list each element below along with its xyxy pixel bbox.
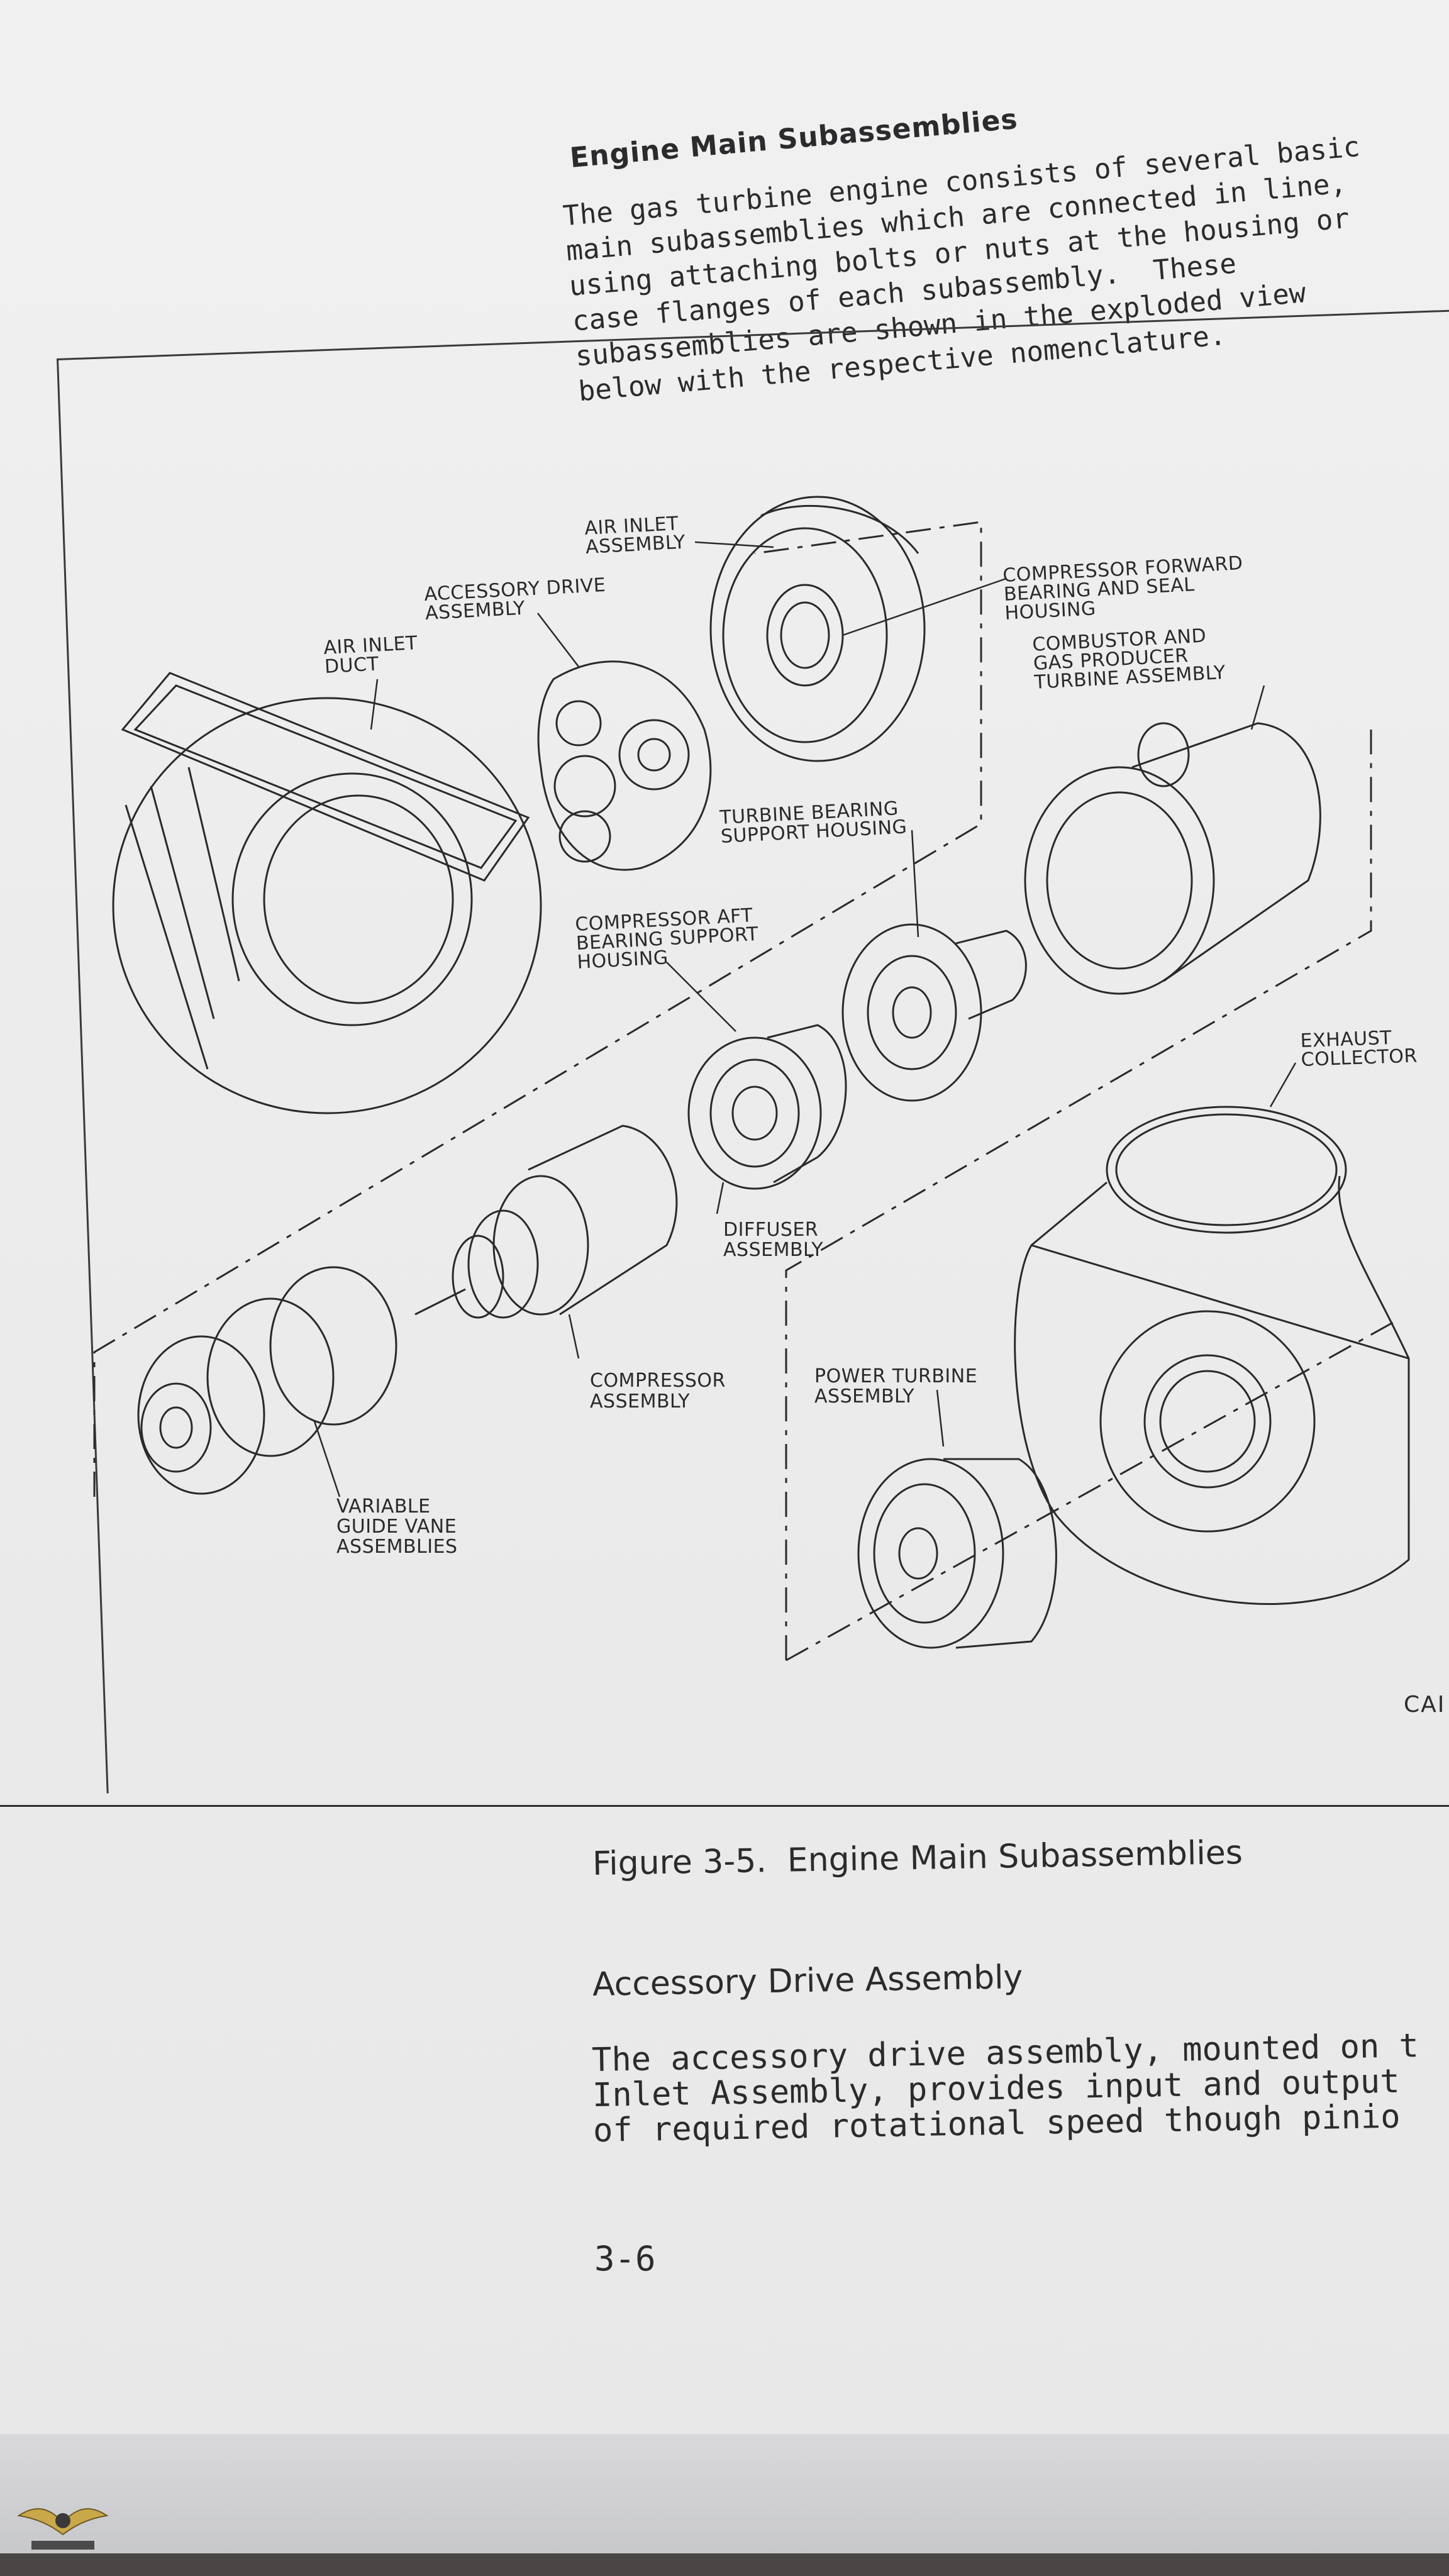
- label-air-inlet-assembly: AIR INLET ASSEMBLY: [584, 513, 686, 558]
- combustor-drawing: [1024, 722, 1321, 995]
- section-paragraph: The accessory drive assembly, mounted on…: [592, 2026, 1449, 2150]
- label-compressor-assembly: COMPRESSOR ASSEMBLY: [590, 1370, 726, 1413]
- air-inlet-assembly-drawing: [709, 496, 926, 762]
- surface-edge: [0, 2553, 1449, 2576]
- label-exhaust-collector: EXHAUST COLLECTOR: [1300, 1027, 1418, 1071]
- label-line: ASSEMBLY: [814, 1385, 914, 1407]
- label-line: DIFFUSER: [723, 1219, 818, 1241]
- figure-divider: [0, 1805, 1449, 1807]
- label-compressor-aft: COMPRESSOR AFT BEARING SUPPORT HOUSING: [575, 904, 759, 974]
- page-number: 3-6: [594, 2239, 656, 2279]
- label-line: DUCT: [324, 653, 379, 677]
- compressor-drawing: [414, 1124, 678, 1319]
- label-air-inlet-duct: AIR INLET DUCT: [323, 632, 418, 678]
- exhaust-collector-drawing: [1014, 1106, 1410, 1605]
- section-heading-accessory-drive: Accessory Drive Assembly: [592, 1958, 1023, 2004]
- guide-vane-drawing: [137, 1266, 397, 1495]
- label-line: AIR INLET: [584, 513, 679, 540]
- label-line: VARIABLE: [336, 1496, 431, 1518]
- label-line: COMPRESSOR: [590, 1370, 726, 1392]
- label-line: GUIDE VANE: [336, 1516, 457, 1538]
- assembly-outline-upper: [93, 521, 1397, 1662]
- label-line: HOUSING: [1004, 597, 1097, 625]
- label-line: EXHAUST: [1300, 1027, 1392, 1052]
- label-line: ASSEMBLY: [425, 597, 526, 625]
- label-power-turbine: POWER TURBINE ASSEMBLY: [814, 1365, 977, 1407]
- power-turbine-drawing: [857, 1458, 1057, 1649]
- label-variable-guide-vane: VARIABLE GUIDE VANE ASSEMBLIES: [336, 1496, 458, 1558]
- turbine-bearing-housing-drawing: [841, 923, 1027, 1102]
- air-inlet-duct-drawing: [112, 672, 542, 1114]
- label-line: POWER TURBINE: [814, 1365, 977, 1387]
- leader-lines: [313, 541, 1297, 1497]
- label-turbine-bearing: TURBINE BEARING SUPPORT HOUSING: [719, 797, 908, 848]
- exploded-engine-diagram: AIR INLET ASSEMBLY ACCESSORY DRIVE ASSEM…: [93, 496, 1418, 1662]
- figure-corner-mark: CAI: [1404, 1692, 1446, 1718]
- label-line: AIR INLET: [323, 632, 418, 659]
- label-compressor-forward: COMPRESSOR FORWARD BEARING AND SEAL HOUS…: [1002, 552, 1244, 625]
- label-line: COLLECTOR: [1301, 1045, 1418, 1071]
- forum-logo-icon: [17, 2508, 109, 2550]
- accessory-drive-drawing: [537, 660, 712, 871]
- label-diffuser: DIFFUSER ASSEMBLY: [723, 1219, 823, 1261]
- label-combustor: COMBUSTOR AND GAS PRODUCER TURBINE ASSEM…: [1032, 625, 1226, 694]
- diffuser-drawing: [687, 1024, 847, 1190]
- label-line: ASSEMBLY: [590, 1391, 690, 1413]
- label-accessory-drive: ACCESSORY DRIVE ASSEMBLY: [424, 574, 607, 625]
- label-line: ASSEMBLIES: [336, 1536, 458, 1558]
- page-edge-shadow: [0, 2434, 1449, 2576]
- label-line: ASSEMBLY: [585, 531, 686, 558]
- label-line: HOUSING: [577, 947, 669, 974]
- label-line: ASSEMBLY: [723, 1239, 823, 1261]
